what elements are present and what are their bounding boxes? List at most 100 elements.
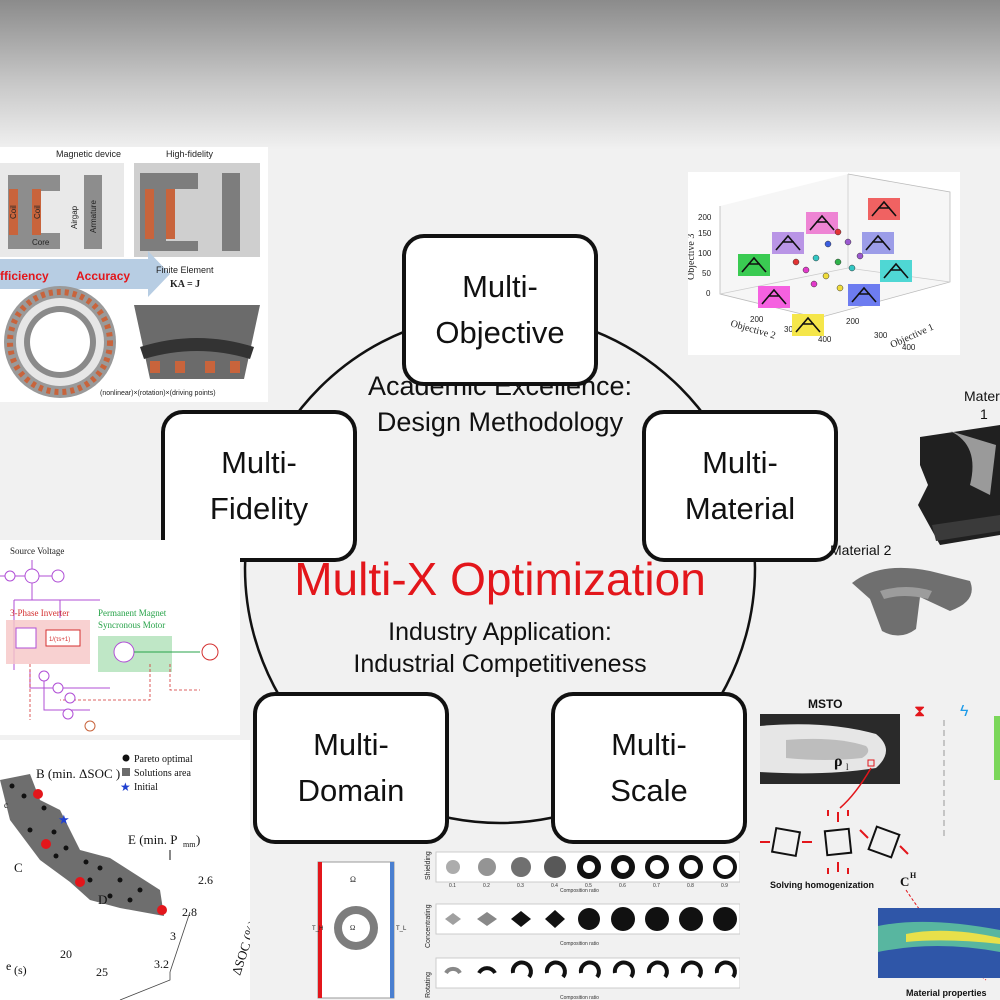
inverter-transfer-fn: 1/(τs+1) [49, 637, 70, 643]
homogenization-label: Solving homogenization [770, 880, 874, 890]
legend-pareto: Pareto optimal [134, 754, 193, 765]
ratio-tick: 0.2 [483, 883, 490, 889]
node-line-2: Material [684, 491, 796, 526]
svg-text:⧗: ⧗ [914, 703, 925, 720]
legend-solutions: Solutions area [134, 768, 191, 779]
soc-tick: 3 [170, 929, 176, 943]
material-properties-label: Material properties [906, 988, 987, 998]
ratio-tick: 0.5 [585, 883, 592, 889]
svg-text:★: ★ [58, 812, 70, 827]
pmsm-label-2: Syncronous Motor [98, 620, 165, 630]
time-tick: 20 [60, 947, 72, 961]
ratio-tick: 0.8 [687, 883, 694, 889]
row-concentrating-label: Concentrating [425, 904, 432, 948]
ratio-tick: 0.1 [449, 883, 456, 889]
node-line-1: Multi- [221, 445, 297, 480]
svg-text:ϟ: ϟ [960, 703, 969, 720]
ratio-label: Composition ratio [560, 995, 599, 1000]
y-tick: 300 [784, 325, 798, 334]
academic-line-2: Design Methodology [376, 407, 624, 437]
coil-label-2: Coil [33, 205, 42, 219]
z-tick: 50 [702, 269, 711, 278]
header-gradient-band [0, 0, 1000, 150]
left-axis-fragment: c [4, 800, 8, 810]
equation-label: KA = J [170, 279, 200, 290]
motor-block [98, 636, 172, 672]
node-multi-domain[interactable]: Multi- Domain [253, 692, 449, 844]
row-shielding-label: Shielding [425, 851, 432, 880]
source-voltage-label: Source Voltage [10, 546, 64, 556]
node-multi-scale[interactable]: Multi- Scale [551, 692, 747, 844]
legend-initial: Initial [134, 782, 158, 793]
accuracy-label: Accuracy [76, 269, 130, 283]
rho-subscript: l [846, 762, 849, 772]
armature-label: Armature [89, 200, 98, 233]
material-2-label: Material 2 [830, 542, 892, 558]
industry-line-2: Industrial Competitiveness [353, 650, 647, 678]
scale-panel: MSTO ρ l ⧗ ϟ Solving homogenization C H … [756, 690, 1000, 1000]
point-b-label: B (min. ΔSOC ) [36, 766, 120, 781]
ratio-tick: 0.4 [551, 883, 558, 889]
row-rotating-label: Rotating [425, 972, 432, 998]
ch-label: C [900, 874, 909, 889]
node-line-1: Multi- [611, 727, 687, 762]
objective-panel: 0 50 100 150 200 200 300 400 200 300 400… [688, 172, 960, 355]
objective-3d-plot: 0 50 100 150 200 200 300 400 200 300 400… [688, 173, 951, 352]
ch-superscript: H [910, 871, 917, 880]
z-tick: 200 [698, 213, 712, 222]
x-tick: 300 [874, 331, 888, 340]
node-multi-objective[interactable]: Multi- Objective [402, 234, 598, 386]
node-multi-fidelity[interactable]: Multi- Fidelity [161, 410, 357, 562]
tl-label: T_L [396, 926, 407, 932]
node-line-2: Fidelity [209, 491, 309, 526]
airgap-label: Airgap [70, 205, 79, 229]
soc-axis-label: ΔSOC (%) [229, 919, 250, 977]
domain-circuit: Source Voltage 3-Phase Inverter 1/(τs+1)… [0, 546, 219, 732]
material-panel: Material 1 Material 2 [820, 385, 1000, 655]
high-fidelity-label: High-fidelity [166, 149, 214, 159]
pareto-panel: Pareto optimal Solutions area ★ Initial … [0, 740, 250, 1000]
ratio-label: Composition ratio [560, 888, 599, 894]
domain-panel: Source Voltage 3-Phase Inverter 1/(τs+1)… [0, 540, 240, 735]
z-tick: 150 [698, 229, 712, 238]
magnetic-device-label: Magnetic device [56, 149, 121, 159]
ratio-tick: 0.6 [619, 883, 626, 889]
y-tick: 200 [750, 315, 764, 324]
ratio-label: Composition ratio [560, 941, 599, 947]
node-multi-material[interactable]: Multi- Material [642, 410, 838, 562]
y-tick: 400 [818, 335, 832, 344]
node-line-1: Multi- [313, 727, 389, 762]
x-tick: 400 [902, 343, 916, 352]
scale-illustration: MSTO ρ l ⧗ ϟ Solving homogenization C H … [760, 697, 1000, 998]
node-line-2: Scale [610, 773, 688, 808]
shielding-illustration: Ω Ω T_H T_L Shielding Concentrating Rota… [312, 851, 740, 1000]
coil-label-1: Coil [9, 205, 18, 219]
z-tick: 0 [706, 289, 711, 298]
time-unit: (s) [14, 963, 27, 977]
ratio-tick: 0.9 [721, 883, 728, 889]
th-label: T_H [312, 926, 323, 932]
pareto-3d-plot: Pareto optimal Solutions area ★ Initial … [0, 754, 250, 1000]
z-axis-label: Objective 3 [688, 234, 697, 280]
fidelity-footnote: (nonlinear)×(rotation)×(driving points) [100, 390, 216, 397]
material-1-number: 1 [980, 406, 988, 422]
node-line-2: Domain [297, 773, 405, 808]
efficiency-label: fficiency [0, 269, 49, 283]
soc-tick: 2.6 [198, 873, 213, 887]
point-e-close: ) [196, 832, 200, 847]
diagram-title: Multi-X Optimization [294, 553, 706, 605]
point-e-label: E (min. P [128, 832, 177, 847]
soc-tick: 3.2 [154, 957, 169, 971]
material-illustration: Material 1 Material 2 [830, 388, 1000, 636]
point-d-label: D [98, 892, 107, 907]
material-1-label: Material [964, 388, 1000, 404]
node-line-1: Multi- [462, 269, 538, 304]
finite-element-label: Finite Element [156, 265, 214, 275]
rho-label: ρ [834, 753, 843, 770]
point-e-sub: mm [183, 840, 196, 849]
time-unit-fragment: e [6, 959, 11, 973]
time-tick: 25 [96, 965, 108, 979]
pmsm-label-1: Permanent Magnet [98, 608, 167, 618]
x-tick: 200 [846, 317, 860, 326]
omega-air-label: Ω [350, 875, 356, 884]
